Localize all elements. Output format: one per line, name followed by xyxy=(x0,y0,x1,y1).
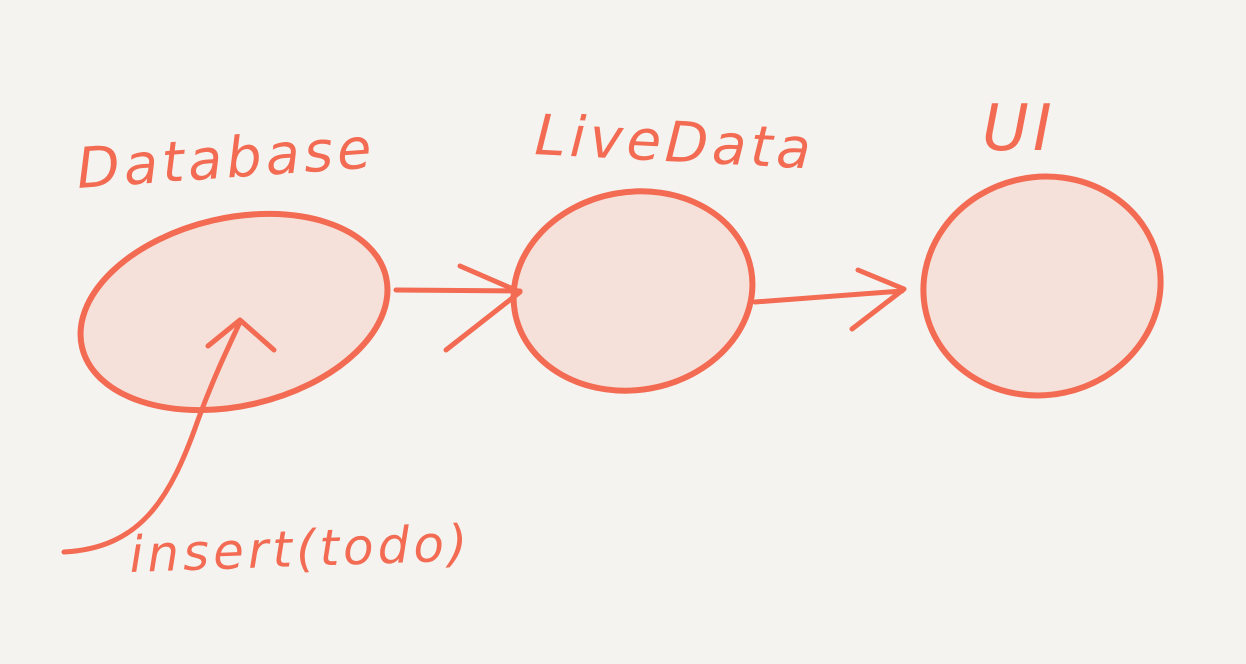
node-livedata: LiveData xyxy=(510,103,816,394)
livedata-label: LiveData xyxy=(533,103,816,183)
edge-line xyxy=(752,288,905,305)
edge-database-to-livedata xyxy=(393,263,523,353)
input-action-arrow xyxy=(61,317,277,555)
edge-line xyxy=(393,287,523,294)
node-ui: UI xyxy=(920,92,1164,399)
arrowhead-icon xyxy=(849,267,907,332)
database-label: Database xyxy=(74,116,377,202)
insert-todo-label: insert(todo) xyxy=(128,514,472,584)
node-database: Database xyxy=(74,116,391,414)
arrowhead-icon xyxy=(205,317,277,353)
input-curve xyxy=(61,319,243,555)
livedata-ellipse xyxy=(510,188,756,394)
database-ellipse xyxy=(77,210,391,414)
edge-livedata-to-ui xyxy=(752,267,907,332)
arrowhead-icon xyxy=(443,263,523,353)
ui-ellipse xyxy=(920,173,1164,399)
ui-label: UI xyxy=(982,92,1056,166)
